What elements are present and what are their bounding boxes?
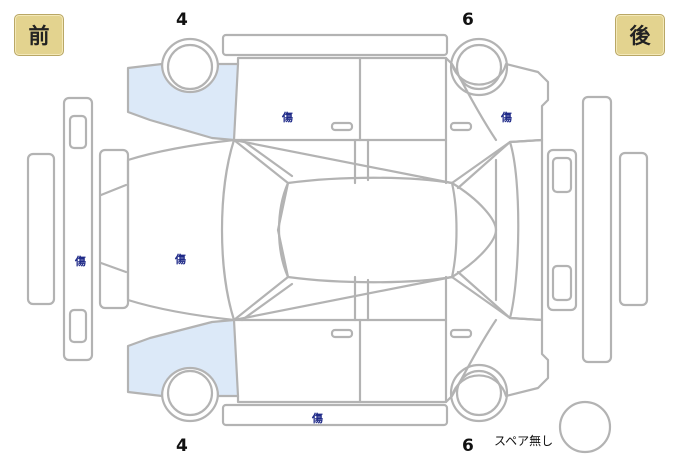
hood[interactable]	[126, 138, 236, 322]
right-pillar	[353, 275, 370, 322]
spare-tire[interactable]	[558, 400, 612, 454]
roof[interactable]	[277, 176, 458, 284]
right-front-door-handle[interactable]	[330, 328, 354, 339]
rear-panel[interactable]	[546, 148, 578, 312]
tire-number-front-top: 4	[176, 10, 188, 30]
tire-number-front-bottom: 4	[176, 436, 188, 456]
left-pillar	[353, 138, 370, 185]
rear-bumper-outer[interactable]	[618, 151, 649, 307]
front-right-fender[interactable]	[126, 318, 240, 398]
left-rear-door-handle[interactable]	[449, 121, 473, 132]
damage-mark-front-bumper[interactable]: 傷	[75, 255, 86, 268]
rear-bumper-inner[interactable]	[581, 95, 613, 364]
damage-mark-right-rocker[interactable]: 傷	[312, 412, 323, 425]
damage-mark-hood[interactable]: 傷	[175, 253, 186, 266]
rear-left-light[interactable]	[551, 156, 573, 194]
front-badge: 前	[14, 14, 64, 56]
rear-right-light[interactable]	[551, 264, 573, 302]
damage-mark-left-rear-quarter[interactable]: 傷	[501, 111, 512, 124]
right-rocker-panel[interactable]	[221, 403, 449, 427]
right-rear-door-handle[interactable]	[449, 328, 473, 339]
left-front-door-handle[interactable]	[330, 121, 354, 132]
front-right-light[interactable]	[68, 308, 88, 344]
tire-number-rear-top: 6	[462, 10, 474, 30]
rear-badge: 後	[615, 14, 665, 56]
tire-number-rear-bottom: 6	[462, 436, 474, 456]
rear-left-wheel[interactable]	[449, 37, 509, 97]
damage-mark-left-front-door[interactable]: 傷	[282, 111, 293, 124]
rear-window	[450, 181, 498, 279]
left-rocker-panel[interactable]	[221, 33, 449, 57]
front-bumper-inner[interactable]	[62, 96, 94, 362]
front-bumper-outer[interactable]	[26, 152, 56, 306]
trunk[interactable]	[508, 138, 544, 322]
spare-tire-label: スペア無し	[494, 434, 554, 448]
front-left-light[interactable]	[68, 114, 88, 150]
front-grille[interactable]	[98, 148, 130, 310]
rear-right-wheel[interactable]	[449, 363, 509, 423]
front-left-fender[interactable]	[126, 62, 240, 142]
right-body-outline	[232, 275, 550, 404]
